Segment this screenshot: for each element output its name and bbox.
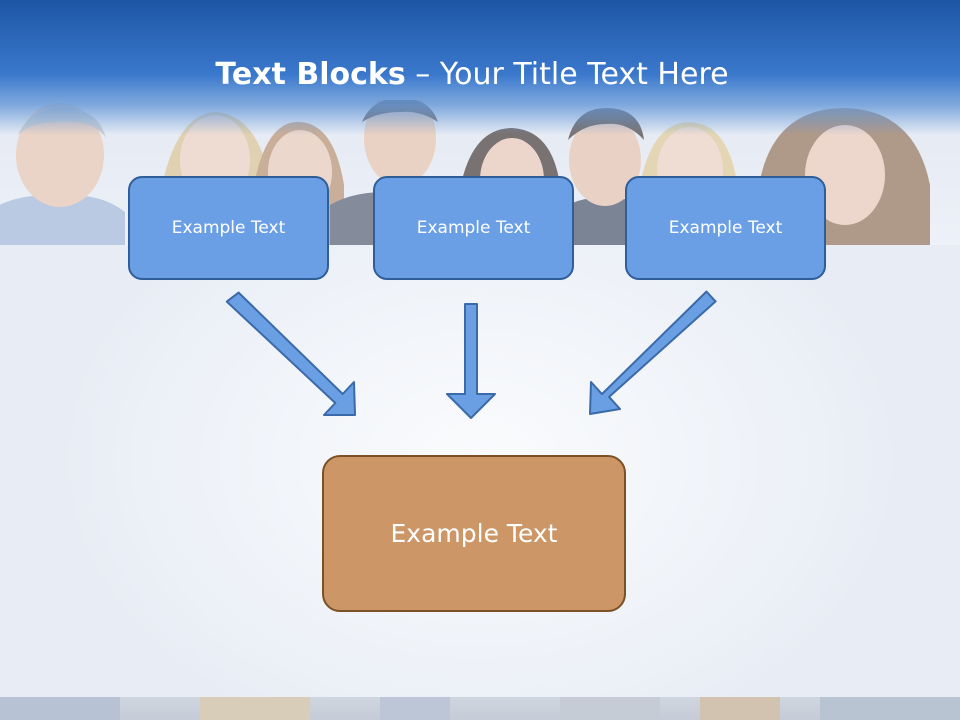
arrow-center-down: [446, 303, 496, 419]
slide-title: Text Blocks – Your Title Text Here: [0, 54, 944, 96]
text-block-result[interactable]: Example Text: [322, 455, 626, 612]
bottom-photo-strip: [0, 697, 960, 720]
header-bar: [0, 0, 960, 135]
title-rest: Your Title Text Here: [439, 57, 729, 92]
text-block-center-label: Example Text: [416, 218, 531, 238]
text-block-right-label: Example Text: [668, 218, 783, 238]
text-block-left[interactable]: Example Text: [128, 176, 329, 280]
arrow-right-diagonal: [589, 290, 717, 415]
title-bold-part: Text Blocks: [215, 57, 406, 92]
bottom-photo-illustration: [0, 697, 960, 720]
text-block-right[interactable]: Example Text: [625, 176, 826, 280]
text-block-result-label: Example Text: [390, 519, 558, 548]
title-dash: –: [405, 57, 440, 92]
text-block-center[interactable]: Example Text: [373, 176, 574, 280]
arrow-left-diagonal: [225, 291, 356, 416]
text-block-left-label: Example Text: [171, 218, 286, 238]
